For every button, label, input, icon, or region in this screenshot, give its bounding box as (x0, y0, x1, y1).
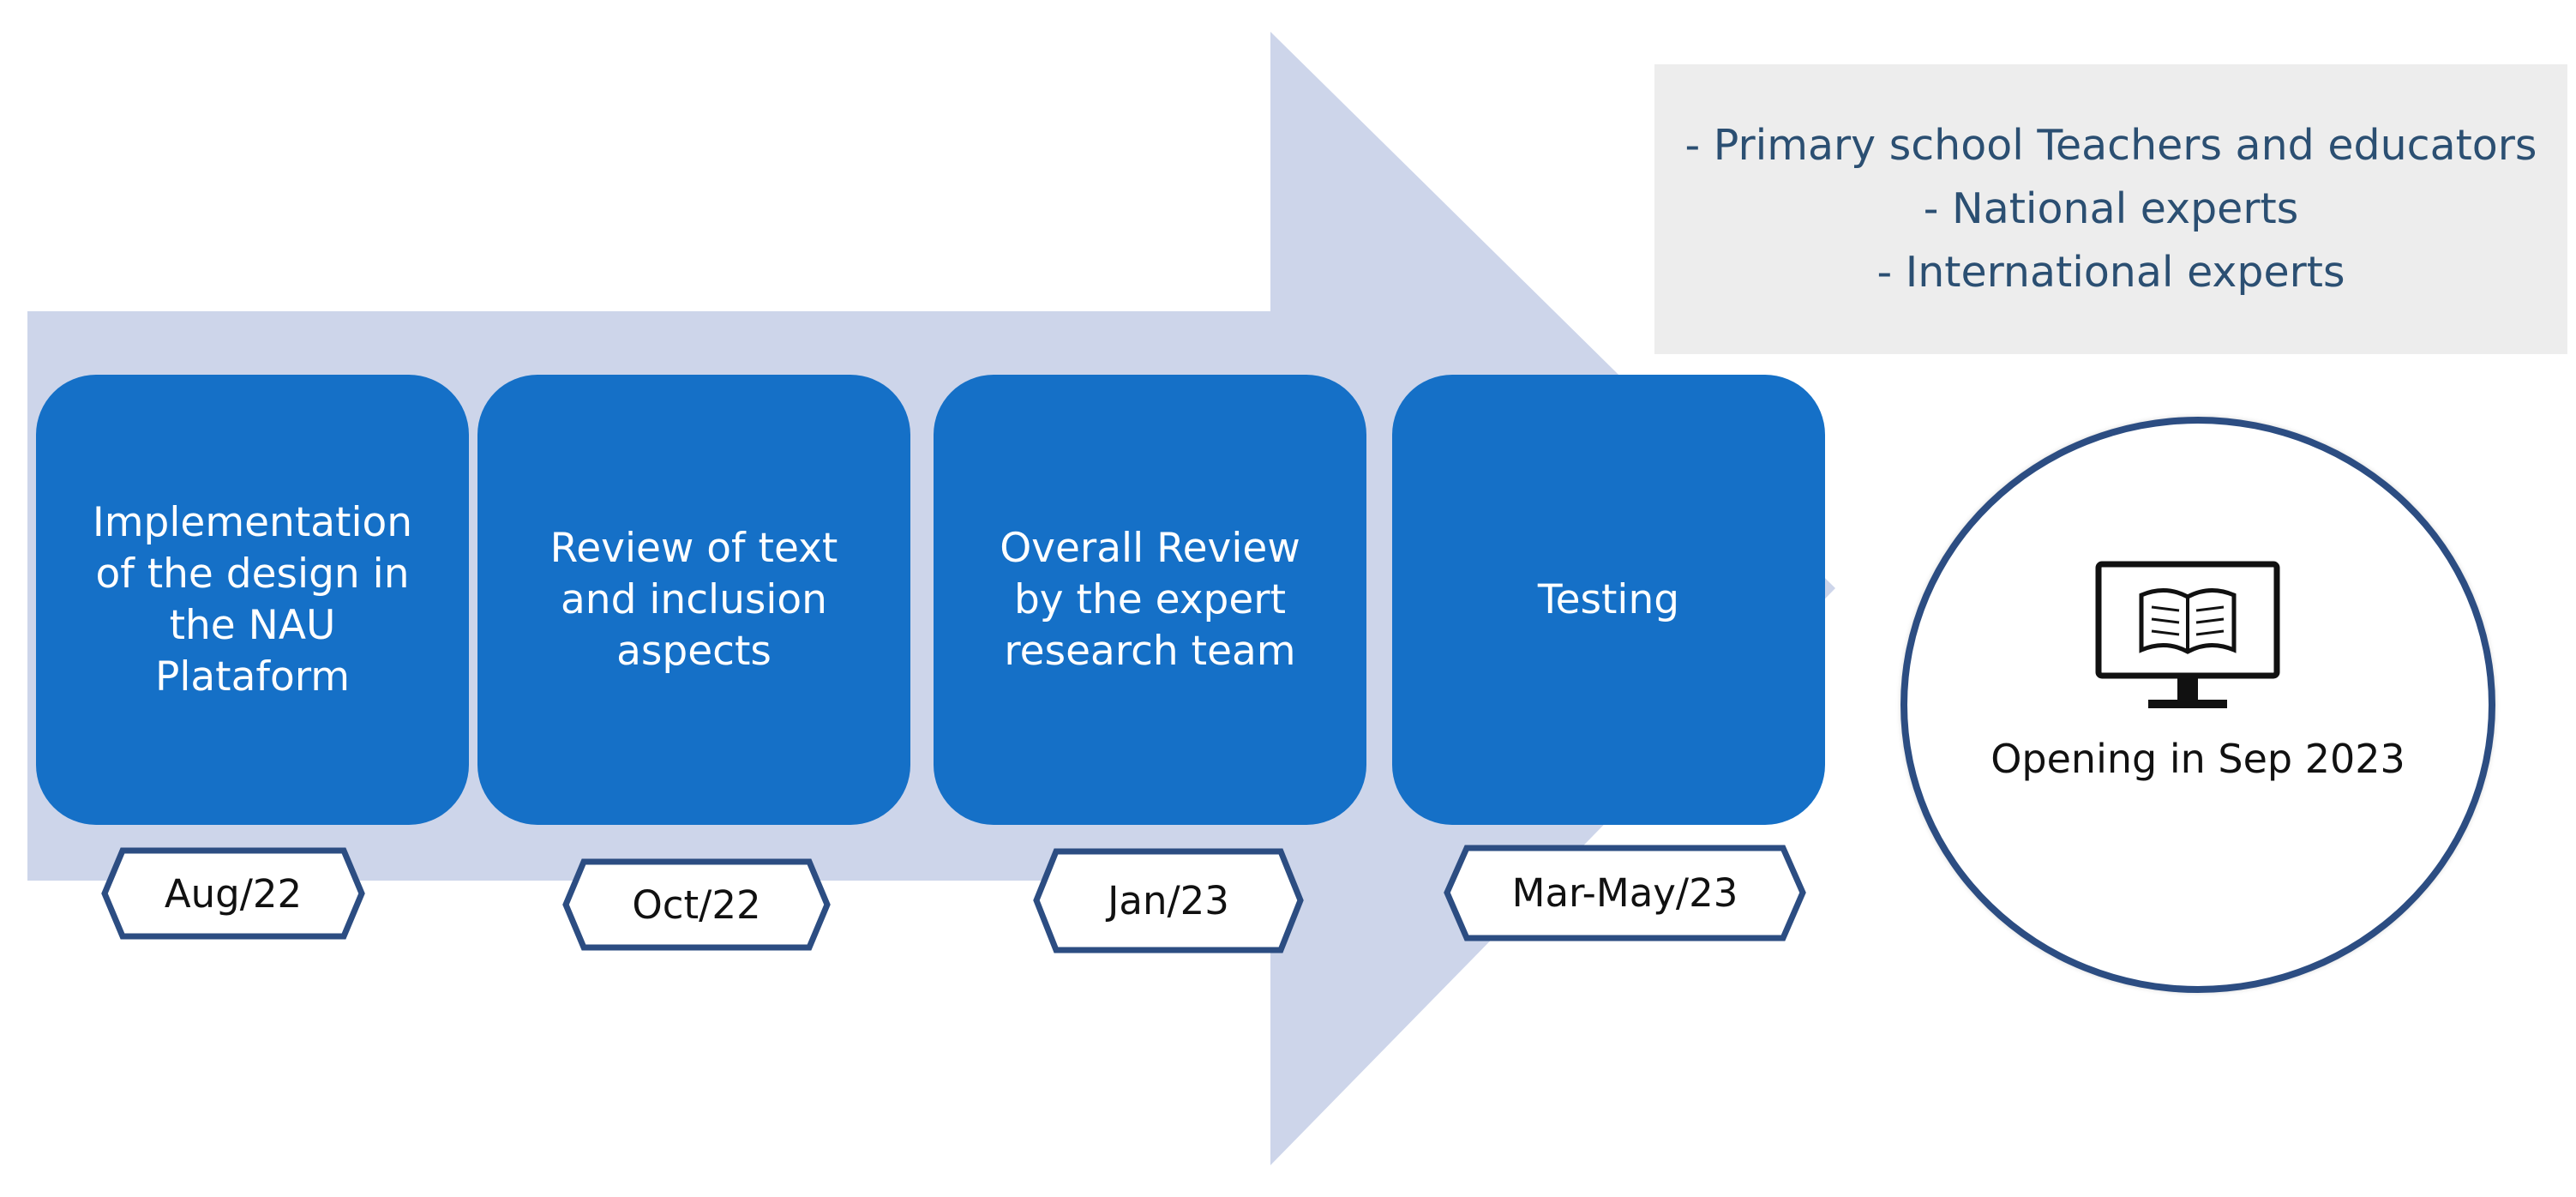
date-tag-jan23: Jan/23 (1032, 847, 1305, 954)
date-tag-oct22: Oct/22 (561, 857, 832, 952)
date-label: Oct/22 (632, 881, 761, 928)
participant-line: - International experts (1876, 248, 2345, 297)
step-label: Testing (1537, 575, 1680, 623)
hexagon-tag-shape (1033, 848, 1304, 953)
hexagon-tag-shape (562, 858, 831, 951)
monitor-book-icon (2095, 561, 2280, 708)
opening-label: Opening in Sep 2023 (1991, 736, 2405, 782)
step-label: Review of text and inclusion aspects (549, 524, 838, 675)
date-label: Jan/23 (1108, 878, 1229, 923)
participant-line: - Primary school Teachers and educators (1684, 121, 2537, 170)
step-label: Overall Review by the expert research te… (1000, 524, 1300, 675)
step-review-text: Review of text and inclusion aspects (477, 375, 910, 825)
date-label: Mar-May/23 (1511, 870, 1738, 916)
hexagon-tag-shape (101, 847, 365, 940)
participants-box: - Primary school Teachers and educators … (1654, 64, 2567, 354)
step-overall-review: Overall Review by the expert research te… (934, 375, 1366, 825)
date-tag-aug22: Aug/22 (100, 846, 366, 941)
date-tag-mar-may23: Mar-May/23 (1443, 844, 1807, 942)
hexagon-tag-shape (1444, 845, 1806, 941)
participant-line: - National experts (1923, 184, 2299, 233)
step-label: Implementation of the design in the NAU … (92, 498, 413, 701)
date-label: Aug/22 (164, 870, 303, 917)
step-implementation: Implementation of the design in the NAU … (36, 375, 469, 825)
step-testing: Testing (1392, 375, 1825, 825)
